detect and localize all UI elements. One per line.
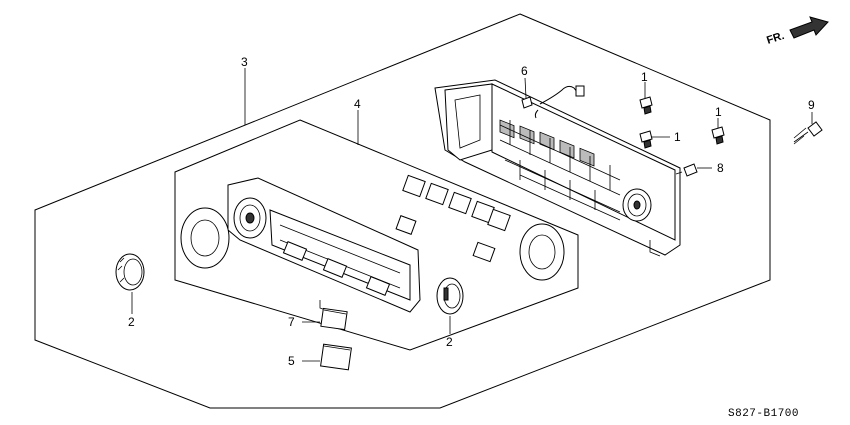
callout-2b: 2 <box>446 335 453 349</box>
screw-part-1b <box>639 130 670 149</box>
button-row <box>395 174 511 263</box>
wire-harness <box>534 85 585 119</box>
screw-part-8 <box>675 163 712 177</box>
callout-3: 3 <box>241 55 248 69</box>
right-trim-ring <box>519 223 565 281</box>
callout-4: 4 <box>354 97 361 111</box>
assembly-boundary-3 <box>34 13 771 409</box>
direction-label: FR. <box>765 30 786 47</box>
callout-8: 8 <box>717 161 724 175</box>
callout-1a: 1 <box>641 70 648 84</box>
callout-2a: 2 <box>128 315 135 329</box>
callout-1c: 1 <box>715 105 722 119</box>
screw-part-1a <box>639 82 653 115</box>
front-panel <box>227 177 421 313</box>
assembly-boundary-4 <box>174 119 579 351</box>
front-direction-arrow <box>789 16 829 39</box>
knob-part-2-right <box>436 277 464 334</box>
button-part-7 <box>302 307 348 331</box>
callout-9: 9 <box>808 98 815 112</box>
clip-part-6 <box>521 77 533 109</box>
callout-7: 7 <box>288 315 295 329</box>
screw-part-1c <box>711 118 725 145</box>
diagram-code: S827-B1700 <box>728 408 799 420</box>
callout-1b: 1 <box>674 130 681 144</box>
button-part-5 <box>302 343 352 371</box>
callout-5: 5 <box>288 354 295 368</box>
knob-part-2-left <box>115 253 145 314</box>
callout-6: 6 <box>521 64 528 78</box>
left-trim-ring <box>180 207 230 269</box>
screw-part-9 <box>793 112 823 145</box>
